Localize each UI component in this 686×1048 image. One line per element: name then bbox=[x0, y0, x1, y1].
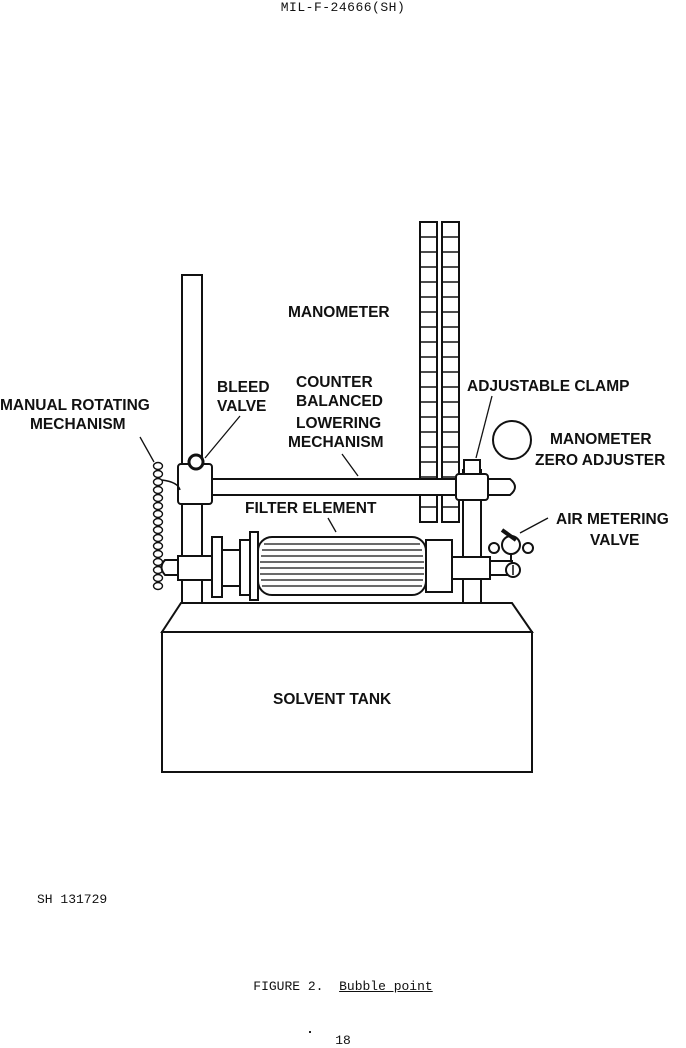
stray-mark bbox=[309, 1031, 311, 1033]
label-filter-element: FILTER ELEMENT bbox=[245, 500, 377, 517]
figure-caption: FIGURE 2. Bubble point bbox=[0, 979, 686, 994]
label-counter-balanced-line3: LOWERING bbox=[296, 415, 381, 432]
label-solvent-tank: SOLVENT TANK bbox=[273, 691, 392, 708]
leader-lines bbox=[139, 395, 549, 534]
manometer-zero-adjuster bbox=[492, 420, 532, 460]
label-manometer-zero-adjuster-line2: ZERO ADJUSTER bbox=[535, 452, 665, 469]
label-bleed-valve-line2: VALVE bbox=[217, 398, 266, 415]
label-adjustable-clamp: ADJUSTABLE CLAMP bbox=[467, 378, 629, 395]
label-air-metering-line2: VALVE bbox=[590, 532, 639, 549]
label-manual-rotating-line1: MANUAL ROTATING bbox=[0, 397, 150, 414]
label-manual-rotating-line2: MECHANISM bbox=[30, 416, 126, 433]
label-counter-balanced-line1: COUNTER bbox=[296, 374, 373, 391]
lowering-mechanism-bar bbox=[177, 459, 516, 505]
left-stand-post bbox=[181, 274, 203, 604]
figure-reference-number: SH 131729 bbox=[37, 892, 108, 907]
air-metering-valve bbox=[488, 528, 534, 578]
solvent-tank bbox=[160, 602, 534, 773]
label-manometer-zero-adjuster-line1: MANOMETER bbox=[550, 431, 652, 448]
label-counter-balanced-line2: BALANCED bbox=[296, 393, 383, 410]
label-counter-balanced-line4: MECHANISM bbox=[288, 434, 384, 451]
document-id-header: MIL-F-24666(SH) bbox=[280, 0, 406, 15]
manometer bbox=[419, 221, 460, 523]
caption-title: Bubble point bbox=[339, 979, 433, 994]
filter-element bbox=[160, 531, 513, 601]
caption-prefix: FIGURE 2. bbox=[253, 979, 340, 994]
page-number: 18 bbox=[335, 1033, 351, 1048]
label-bleed-valve-line1: BLEED bbox=[217, 379, 270, 396]
bleed-valve bbox=[187, 453, 205, 471]
label-air-metering-line1: AIR METERING bbox=[556, 511, 669, 528]
label-manometer: MANOMETER bbox=[288, 304, 390, 321]
